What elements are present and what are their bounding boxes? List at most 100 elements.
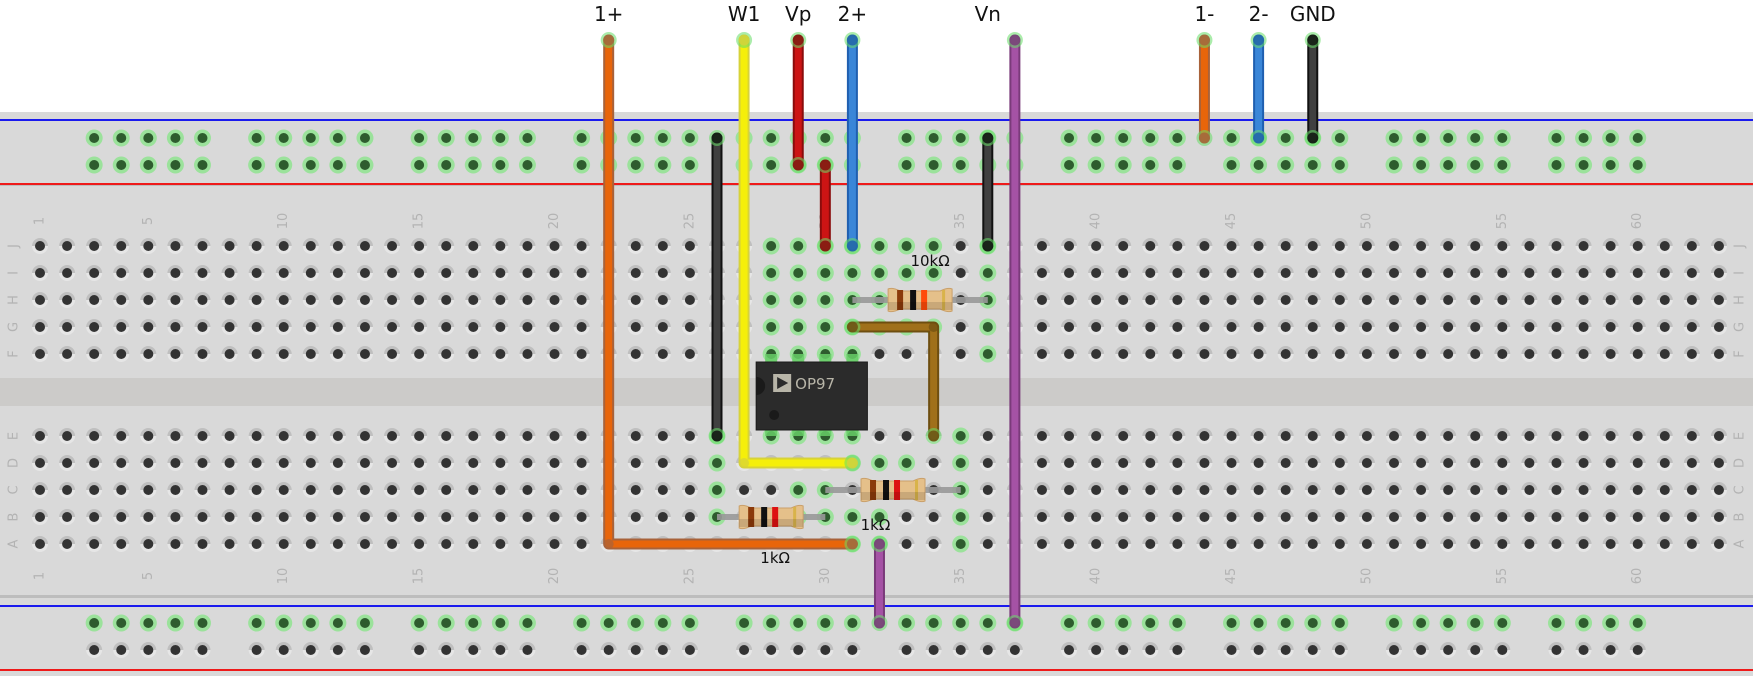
hole-D34[interactable]: [925, 455, 942, 471]
hole-G61[interactable]: [1656, 319, 1673, 335]
hole-D44[interactable]: [1196, 455, 1213, 471]
hole-G39[interactable]: [1061, 319, 1078, 335]
rail-hole-top-1[interactable]: [85, 129, 103, 147]
hole-I21[interactable]: [573, 265, 590, 281]
hole-I52[interactable]: [1413, 265, 1430, 281]
hole-A9[interactable]: [248, 536, 265, 553]
rail-hole-bottom-2[interactable]: [1331, 642, 1348, 658]
rail-hole-top-1[interactable]: [112, 129, 130, 147]
resistor-1k-upper[interactable]: 1kΩ: [825, 477, 961, 534]
hole-J41[interactable]: [1115, 238, 1132, 254]
hole-J38[interactable]: [1033, 238, 1050, 254]
hole-G20[interactable]: [546, 319, 563, 335]
hole-G38[interactable]: [1033, 319, 1050, 335]
rail-hole-bottom-1[interactable]: [816, 614, 834, 632]
hole-D25[interactable]: [681, 455, 698, 471]
hole-C23[interactable]: [627, 482, 644, 498]
hole-G36[interactable]: [979, 318, 997, 336]
rail-hole-top-2[interactable]: [627, 156, 645, 174]
rail-hole-top-2[interactable]: [356, 156, 374, 174]
wire-gnd[interactable]: [1304, 32, 1321, 146]
rail-hole-bottom-1[interactable]: [898, 614, 916, 632]
hole-J6[interactable]: [167, 238, 184, 254]
rail-hole-bottom-1[interactable]: [1412, 614, 1430, 632]
rail-hole-bottom-1[interactable]: [1547, 614, 1565, 632]
hole-C19[interactable]: [519, 482, 536, 498]
hole-F13[interactable]: [356, 346, 373, 362]
hole-E25[interactable]: [681, 428, 698, 444]
hole-D59[interactable]: [1602, 455, 1619, 471]
hole-H19[interactable]: [519, 292, 536, 308]
hole-E40[interactable]: [1088, 428, 1105, 444]
rail-hole-bottom-1[interactable]: [789, 614, 807, 632]
hole-A20[interactable]: [546, 536, 563, 552]
hole-I48[interactable]: [1304, 265, 1321, 281]
rail-hole-top-2[interactable]: [248, 156, 266, 174]
hole-E56[interactable]: [1521, 428, 1538, 444]
hole-F55[interactable]: [1494, 346, 1511, 362]
hole-B38[interactable]: [1033, 509, 1050, 525]
hole-C18[interactable]: [492, 482, 509, 498]
hole-G12[interactable]: [329, 319, 346, 335]
hole-B63[interactable]: [1710, 509, 1727, 525]
hole-B2[interactable]: [59, 509, 76, 525]
hole-B10[interactable]: [275, 509, 292, 525]
hole-C4[interactable]: [113, 482, 130, 498]
hole-I23[interactable]: [627, 265, 644, 281]
hole-D2[interactable]: [59, 455, 76, 471]
rail-hole-top-1[interactable]: [1493, 129, 1511, 147]
hole-G40[interactable]: [1088, 319, 1105, 335]
rail-hole-top-2[interactable]: [302, 156, 320, 174]
hole-H50[interactable]: [1358, 292, 1375, 308]
rail-hole-bottom-2[interactable]: [736, 642, 753, 658]
hole-E53[interactable]: [1440, 428, 1457, 444]
hole-F6[interactable]: [167, 346, 184, 362]
hole-E48[interactable]: [1304, 428, 1321, 444]
hole-B14[interactable]: [384, 509, 401, 525]
hole-B18[interactable]: [492, 509, 509, 525]
rail-hole-top-2[interactable]: [1385, 156, 1403, 174]
hole-F3[interactable]: [86, 346, 103, 362]
hole-F2[interactable]: [59, 346, 76, 362]
rail-hole-bottom-1[interactable]: [762, 614, 780, 632]
hole-C24[interactable]: [654, 482, 671, 498]
hole-B51[interactable]: [1386, 509, 1402, 525]
hole-E8[interactable]: [221, 428, 238, 444]
hole-H20[interactable]: [546, 292, 563, 308]
rail-hole-top-1[interactable]: [681, 129, 699, 147]
wire-black-left[interactable]: [709, 130, 725, 444]
rail-hole-bottom-1[interactable]: [600, 614, 618, 632]
hole-J14[interactable]: [384, 238, 401, 254]
rail-hole-top-2[interactable]: [518, 156, 536, 174]
hole-D16[interactable]: [438, 455, 455, 471]
hole-F17[interactable]: [465, 346, 482, 362]
rail-hole-bottom-1[interactable]: [302, 614, 320, 632]
hole-F5[interactable]: [140, 346, 157, 362]
wire-2minus[interactable]: [1250, 32, 1267, 146]
wire-w1[interactable]: [736, 32, 861, 471]
hole-I55[interactable]: [1494, 265, 1511, 281]
hole-G60[interactable]: [1629, 319, 1646, 335]
hole-G16[interactable]: [438, 319, 455, 335]
hole-D57[interactable]: [1548, 455, 1565, 471]
hole-H13[interactable]: [356, 292, 373, 308]
hole-B42[interactable]: [1142, 509, 1159, 525]
rail-hole-bottom-1[interactable]: [85, 614, 103, 632]
rail-hole-top-2[interactable]: [1629, 156, 1647, 174]
hole-H48[interactable]: [1304, 292, 1321, 308]
rail-hole-top-1[interactable]: [1602, 129, 1620, 147]
hole-F52[interactable]: [1413, 346, 1430, 362]
hole-E47[interactable]: [1277, 428, 1294, 444]
hole-J54[interactable]: [1467, 238, 1484, 254]
hole-I57[interactable]: [1548, 265, 1565, 281]
rail-hole-top-1[interactable]: [410, 129, 428, 147]
hole-B49[interactable]: [1331, 509, 1348, 525]
hole-D23[interactable]: [627, 455, 644, 471]
rail-hole-top-2[interactable]: [1439, 156, 1457, 174]
hole-D1[interactable]: [32, 455, 48, 471]
hole-D26[interactable]: [708, 454, 726, 472]
hole-D46[interactable]: [1250, 455, 1267, 471]
hole-A63[interactable]: [1710, 536, 1727, 552]
hole-C47[interactable]: [1277, 482, 1294, 498]
rail-hole-bottom-2[interactable]: [763, 642, 780, 658]
